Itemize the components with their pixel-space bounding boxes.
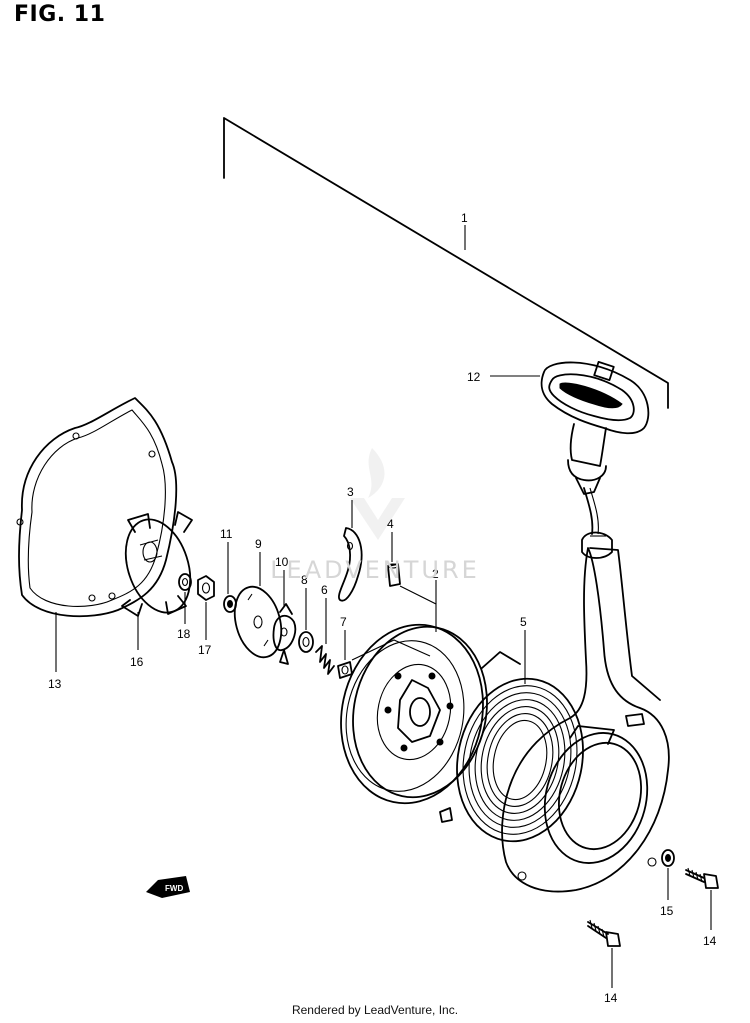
footer-credit: Rendered by LeadVenture, Inc. [291,1003,459,1017]
callout-5: 5 [520,615,527,629]
watermark-text: LEADVENTURE [270,556,480,584]
starter-rope [583,487,594,535]
callout-3: 3 [347,485,354,499]
fwd-label: FWD [165,884,183,893]
assembly-bracket [223,117,669,409]
callout-12: 12 [467,370,481,384]
callout-6: 6 [321,583,328,597]
callout-4: 4 [387,517,394,531]
handle-part-12 [540,360,650,495]
callout-14-bottom: 14 [604,991,618,1005]
callout-15: 15 [660,904,674,918]
callout-1: 1 [461,211,468,225]
reference-line-7-to-reel [351,639,431,661]
spring-part-6 [315,645,335,675]
watermark-logo [350,448,405,540]
washer-part-8 [298,631,314,653]
callout-14-right: 14 [703,934,717,948]
callout-17: 17 [198,643,212,657]
bolt-part-14-bottom [587,919,621,947]
collar-part-7 [337,661,353,679]
recoil-spring-part-5 [456,651,584,843]
fwd-badge: FWD [146,876,190,898]
pawl-part-3 [338,527,363,602]
callout-10: 10 [275,555,289,569]
callout-8: 8 [301,573,308,587]
washer-part-15 [661,849,675,867]
bolt-part-14-right [685,867,719,889]
pin-part-4 [387,563,401,587]
washer-part-18 [178,573,192,591]
starter-case [439,531,670,893]
drive-cup-part-16 [121,511,193,617]
friction-plate-part-9 [233,585,283,659]
gasket-part-13 [16,397,178,618]
callout-7: 7 [340,615,347,629]
callout-11: 11 [220,527,233,541]
figure-title: FIG. 11 [14,2,106,27]
reel-part-2 [340,623,488,805]
callout-18: 18 [177,627,191,641]
callout-2: 2 [432,567,439,581]
starter-rope-inner [589,487,599,535]
guide-part-10 [272,603,297,665]
callout-9: 9 [255,537,262,551]
nut-part-17 [197,575,215,601]
callout-16: 16 [130,655,144,669]
callout-13: 13 [48,677,62,691]
